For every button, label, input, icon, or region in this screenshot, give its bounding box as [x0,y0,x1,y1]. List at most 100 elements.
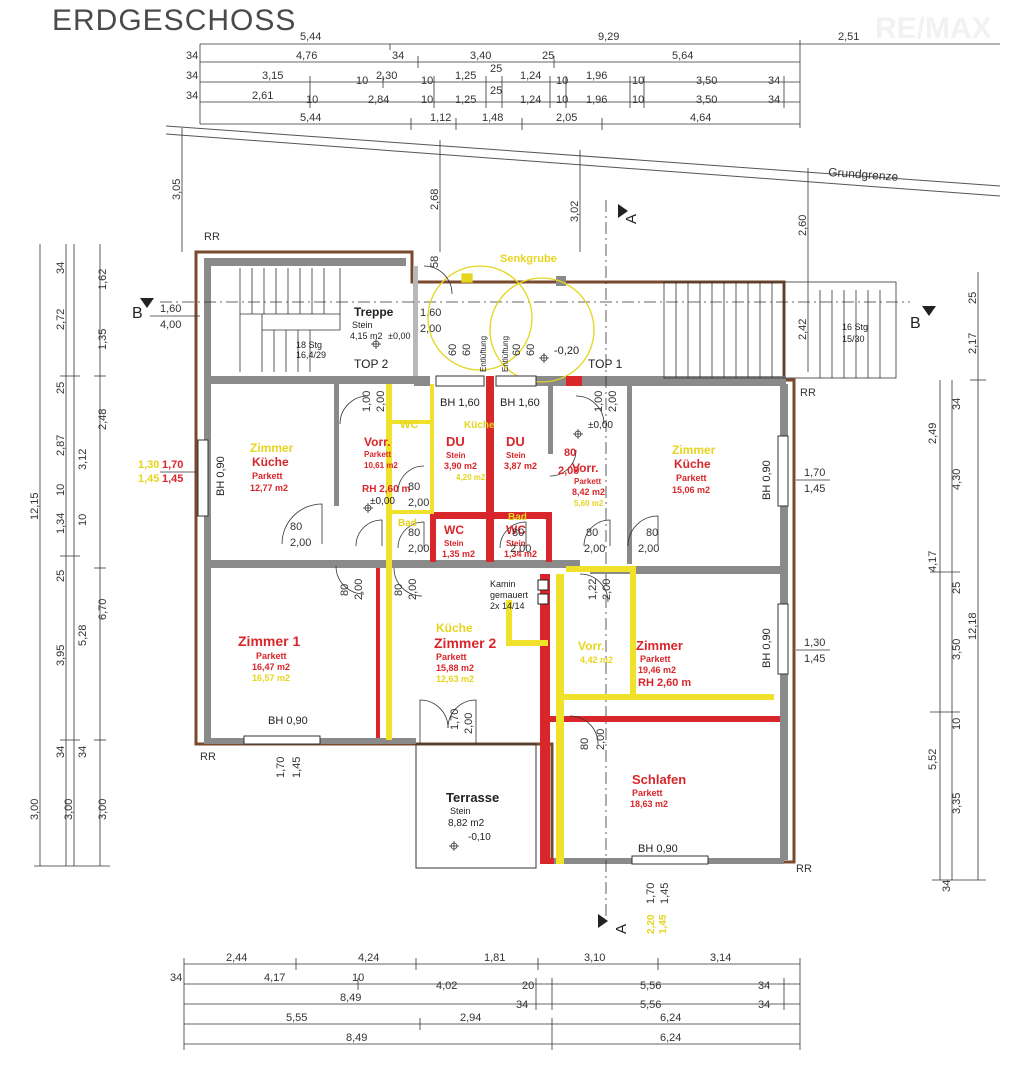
treppe-level: ±0,00 [388,331,410,341]
dim-l2-4: 10 [55,484,67,496]
treppe-area: 4,15 m2 [350,331,383,341]
zk-left-name2: Küche [252,455,289,469]
d60-2: 60 [461,344,473,356]
dim-l2-3: 2,87 [55,435,67,456]
dim-242: 2,42 [797,319,809,340]
dim-r3-0: 2,49 [927,423,939,444]
zk-left-floor: Parkett [252,471,283,481]
door-80-wc: 80 [408,527,420,539]
right-win1-a: 1,70 [804,467,825,479]
door-200-zk: 2,00 [290,537,311,549]
d60-1: 60 [447,344,459,356]
dim-b1-1: 4,24 [358,952,379,964]
wc-right-name: WC [506,523,526,537]
dim-t4-8: 10 [556,94,568,106]
opening-dims: 1,30 1,45 1,70 1,45 1,70 1,45 1,30 1,45 … [138,459,830,934]
left-dimension-lines [34,244,110,867]
dim-l3-4: 10 [77,514,89,526]
door-100-vl: 1,00 [361,391,373,412]
dim-t2-4: 25 [542,50,554,62]
door-170-terr: 1,70 [449,709,461,730]
dim-t3-12: 34 [768,75,780,87]
dim-t2-3: 3,40 [470,50,491,62]
vorr-mid-name: Vorr. [578,639,604,653]
du-right-name: DU [506,434,525,449]
dim-l2-5: 1,34 [55,513,67,534]
dim-b5-0: 8,49 [346,1032,367,1044]
dim-b3-1: 34 [516,999,528,1011]
dim-t3-2: 10 [356,75,368,87]
dim-t4-5: 1,25 [455,94,476,106]
dim-l2-7: 3,95 [55,645,67,666]
dim-r1-0: 25 [967,292,979,304]
dim-b2-0: 34 [170,972,182,984]
dim-l1-0: 12,15 [29,492,41,520]
zk-right-name2: Küche [674,457,711,471]
dim-off-3: 2,60 [797,215,809,236]
windows [197,375,789,865]
dim-t3-1: 3,15 [262,70,283,82]
renovation-walls [376,376,780,864]
vorr-left-height: RH 2,60 m [362,484,410,495]
dim-t2-2: 34 [392,50,404,62]
dim-l3-3: 3,12 [77,449,89,470]
vorr-left-floor: Parkett [364,450,391,459]
dim-l2-1: 2,72 [55,309,67,330]
d60-3: 60 [511,344,523,356]
door-200-vl2: 2,00 [375,391,387,412]
dim-b2-5: 5,56 [640,980,661,992]
vorr-left-level: ±0,00 [370,496,395,507]
stair-right-line2: 15/30 [842,334,865,344]
br-win-a: 1,70 [645,883,657,904]
kamin-line2: gemauert [490,590,529,600]
rr-label-3: RR [200,751,216,763]
zimmer2-area: 15,88 m2 [436,663,474,673]
zk-left-name1: Zimmer [250,441,294,455]
dim-r3-2: 5,52 [927,749,939,770]
wc-left-area: 1,35 m2 [442,549,475,559]
zimmer1-name: Zimmer 1 [238,633,300,649]
note-kueche-top: Küche [464,420,495,431]
remax-watermark: RE/MAX [875,12,992,45]
zk-right-floor: Parkett [676,473,707,483]
left-win-old-2: 1,45 [138,473,159,485]
dim-t4-0: 34 [186,90,198,102]
vorr-left-name: Vorr. [364,435,390,449]
bh090-right-1: BH 0,90 [761,460,773,500]
dim-t4-1: 2,61 [252,90,273,102]
entlueftung-2: Entlüftung [501,336,510,372]
light-symbols [363,339,583,851]
left-win-new-2: 1,45 [162,473,183,485]
dim-t3-10: 10 [632,75,644,87]
bh-labels: BH 1,60 BH 1,60 BH 0,90 BH 0,90 BH 0,90 … [215,397,773,855]
door-80-z1: 80 [339,584,351,596]
dim-t1-2: 2,51 [838,31,859,43]
door-dims: 80 2,00 80 2,00 80 2,00 80 2,00 80 2,00 … [290,391,659,750]
vorr-right-area: 8,42 m2 [572,487,605,497]
dim-b-160: 1,60 [160,303,181,315]
dim-l2-8: 34 [55,746,67,758]
left-win-new-1: 1,70 [162,459,183,471]
door-200-zkr: 2,00 [638,543,659,555]
note-old-vorr: 5,60 m2 [574,499,604,508]
rr-label-2: RR [800,387,816,399]
door-80-sch: 80 [579,738,591,750]
du-left-name: DU [446,434,465,449]
dim-b2-4: 20 [522,980,534,992]
door-200-vl: 2,00 [408,497,429,509]
zimmer-right-height: RH 2,60 m [638,677,691,689]
room-labels: Zimmer Küche Parkett 12,77 m2 Vorr. Park… [238,419,716,809]
dim-t3-7: 1,24 [520,70,541,82]
dim-t3-8: 10 [556,75,568,87]
section-a-top: A [623,214,640,224]
zimmer1-area: 16,47 m2 [252,662,290,672]
dim-l4-1: 3,00 [97,799,109,820]
kamin-box-2 [537,593,549,605]
dim-r2-0: 34 [951,398,963,410]
vorr-right-name: Vorr. [572,461,598,475]
schlafen-area: 18,63 m2 [630,799,668,809]
dim-t5-0: 5,44 [300,112,321,124]
door-80-wcr: 80 [512,527,524,539]
note-old-du: 4,20 m2 [456,473,486,482]
